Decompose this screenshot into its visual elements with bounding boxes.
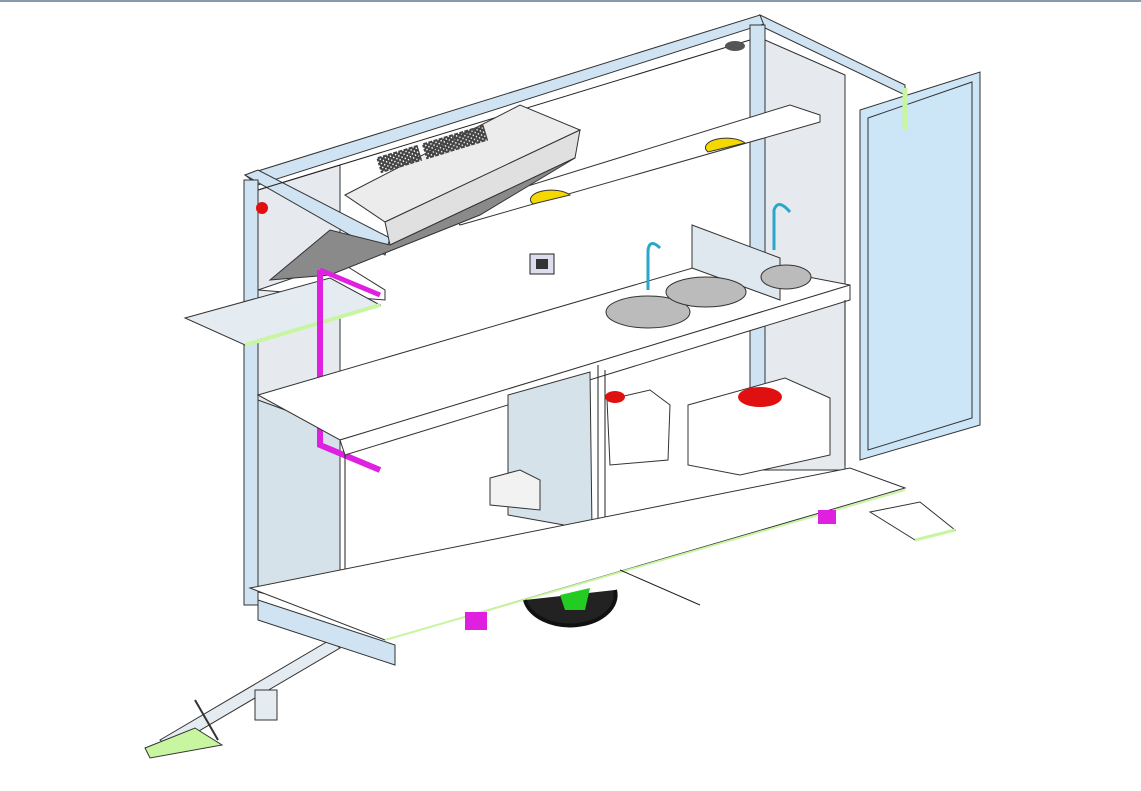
splash-guard	[691, 224, 781, 301]
coupler	[144, 727, 224, 759]
sink-bowl	[760, 264, 812, 290]
faucet-icon	[646, 242, 662, 290]
gas-pipe	[319, 267, 381, 298]
lamp-icon	[529, 189, 572, 205]
left-post	[243, 179, 259, 606]
wheel-hub	[560, 588, 590, 610]
chassis-bracket	[818, 510, 836, 524]
tank-cap	[738, 387, 782, 407]
roof-vent	[725, 41, 745, 51]
cabinet-box	[489, 469, 541, 511]
gas-pipe-riser	[317, 270, 382, 473]
water-tank-large	[687, 377, 831, 476]
water-tank-small	[606, 389, 671, 466]
side-door[interactable]	[859, 71, 981, 461]
faucet-icon	[772, 203, 792, 250]
floor	[248, 467, 907, 641]
window-top-border	[0, 0, 1141, 2]
chassis-rail	[257, 599, 396, 666]
tow-bracket	[254, 689, 278, 721]
chassis-bracket	[465, 612, 487, 630]
counter-front	[339, 284, 851, 456]
marker-light	[256, 202, 268, 214]
tank-cap	[605, 391, 625, 403]
sink-bowl	[665, 276, 747, 308]
lamp-icon	[704, 137, 747, 153]
sink-bowl	[605, 295, 691, 329]
